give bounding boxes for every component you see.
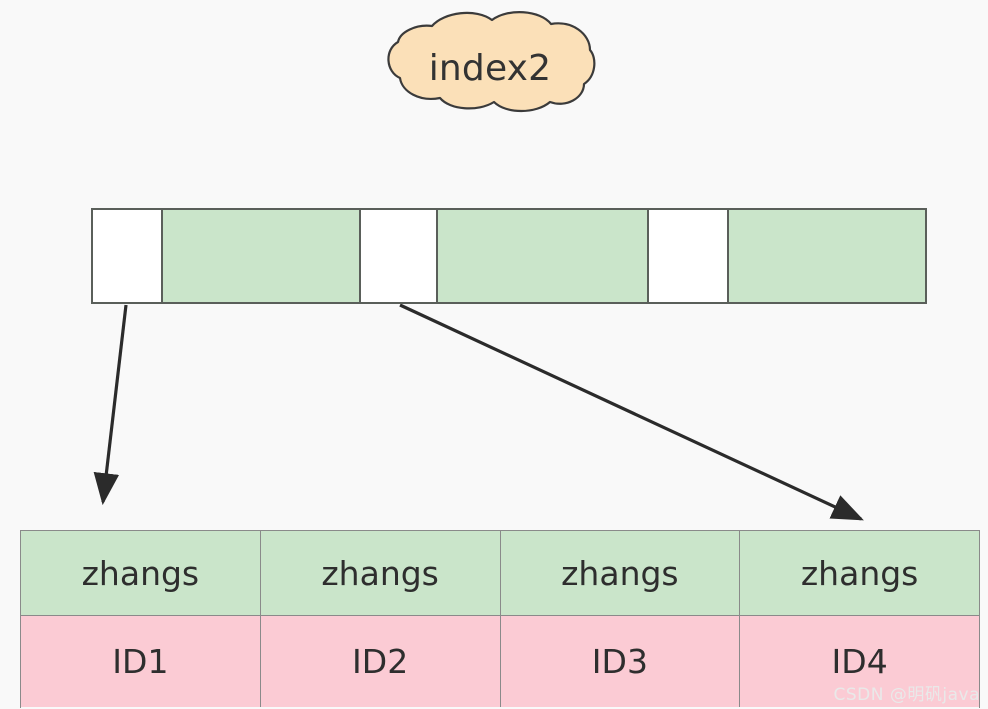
index-cell-2[interactable]: [361, 210, 438, 302]
name-cell-0: zhangs: [21, 531, 261, 615]
name-row: zhangs zhangs zhangs zhangs: [21, 531, 979, 616]
id-row: ID1 ID2 ID3 ID4: [21, 616, 979, 707]
name-cell-1: zhangs: [260, 531, 501, 615]
index-cell-0[interactable]: [93, 210, 163, 302]
id-cell-0: ID1: [21, 616, 261, 707]
index-bar: [91, 208, 927, 304]
id-cell-1: ID2: [260, 616, 501, 707]
index-cell-3[interactable]: [438, 210, 649, 302]
cloud-shape: [387, 11, 596, 112]
name-cell-3: zhangs: [740, 531, 979, 615]
index-cell-4[interactable]: [649, 210, 729, 302]
id-cell-3: ID4: [740, 616, 979, 707]
index-cell-5[interactable]: [729, 210, 925, 302]
arrow-to-id1: [93, 304, 128, 506]
name-cell-2: zhangs: [500, 531, 741, 615]
id-cell-2: ID3: [500, 616, 741, 707]
arrow-to-id4: [399, 303, 864, 521]
index-cell-1[interactable]: [163, 210, 361, 302]
record-table: zhangs zhangs zhangs zhangs ID1 ID2 ID3 …: [20, 530, 980, 708]
